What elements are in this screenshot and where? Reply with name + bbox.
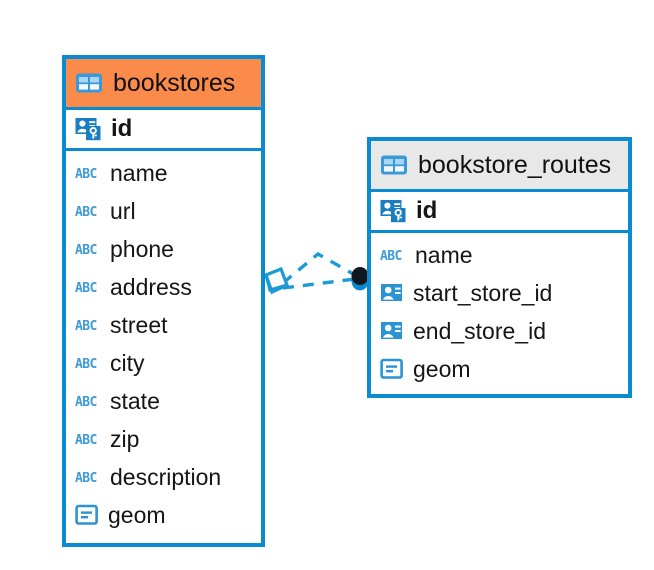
field-row-name[interactable]: ABC name <box>371 236 628 274</box>
svg-text:ABC: ABC <box>75 167 97 182</box>
text-abc-icon: ABC <box>75 395 97 410</box>
field-row-city[interactable]: ABC city <box>66 344 261 382</box>
field-label: url <box>110 197 136 224</box>
field-label: end_store_id <box>413 317 546 344</box>
primary-key-row-bookstore-routes[interactable]: id <box>371 189 628 233</box>
field-row-address[interactable]: ABC address <box>66 268 261 306</box>
svg-text:ABC: ABC <box>75 319 97 334</box>
text-abc-icon: ABC <box>75 433 97 448</box>
geometry-icon <box>75 504 98 525</box>
text-abc-icon: ABC <box>75 243 97 258</box>
entity-title-bookstores: bookstores <box>113 68 236 97</box>
field-row-description[interactable]: ABC description <box>66 458 261 496</box>
entity-header-bookstores[interactable]: bookstores <box>66 59 261 107</box>
primary-key-icon <box>380 200 406 223</box>
field-label: name <box>110 159 168 186</box>
text-abc-icon: ABC <box>75 281 97 296</box>
field-row-phone[interactable]: ABC phone <box>66 230 261 268</box>
primary-key-label-bookstore-routes: id <box>416 197 438 224</box>
field-row-state[interactable]: ABC state <box>66 382 261 420</box>
entity-header-bookstore-routes[interactable]: bookstore_routes <box>371 141 628 189</box>
svg-text:ABC: ABC <box>75 243 97 258</box>
entity-title-bookstore-routes: bookstore_routes <box>418 150 612 179</box>
field-row-start-store-id[interactable]: start_store_id <box>371 274 628 312</box>
field-label: address <box>110 273 192 300</box>
svg-text:ABC: ABC <box>75 395 97 410</box>
field-label: street <box>110 311 168 338</box>
field-row-zip[interactable]: ABC zip <box>66 420 261 458</box>
field-row-street[interactable]: ABC street <box>66 306 261 344</box>
geometry-icon <box>380 358 403 379</box>
entity-table-bookstores[interactable]: bookstores id ABC name <box>62 55 265 547</box>
field-list-bookstore-routes: ABC name start_store_id <box>371 233 628 392</box>
svg-text:ABC: ABC <box>75 205 97 220</box>
table-icon <box>76 73 102 93</box>
text-abc-icon: ABC <box>75 471 97 486</box>
field-label: zip <box>110 425 140 452</box>
text-abc-icon: ABC <box>75 167 97 182</box>
entity-table-bookstore-routes[interactable]: bookstore_routes id ABC name <box>367 137 632 398</box>
field-row-name[interactable]: ABC name <box>66 154 261 192</box>
primary-key-label-bookstores: id <box>111 115 133 142</box>
foreign-key-icon <box>381 322 402 339</box>
svg-text:ABC: ABC <box>75 357 97 372</box>
field-label: geom <box>413 355 471 382</box>
diamond-endpoint <box>263 266 290 295</box>
field-label: geom <box>108 501 166 528</box>
field-list-bookstores: ABC name ABC url ABC phone ABC <box>66 151 261 538</box>
svg-text:ABC: ABC <box>75 433 97 448</box>
svg-text:ABC: ABC <box>75 471 97 486</box>
field-label: city <box>110 349 145 376</box>
relationship-line-upper <box>281 251 356 285</box>
field-label: state <box>110 387 160 414</box>
field-label: phone <box>110 235 174 262</box>
field-label: description <box>110 463 222 490</box>
relationship-line-lower <box>282 277 356 290</box>
field-row-end-store-id[interactable]: end_store_id <box>371 312 628 350</box>
foreign-key-icon <box>381 284 402 301</box>
filled-circle-endpoint <box>351 267 369 291</box>
svg-text:ABC: ABC <box>380 249 402 264</box>
primary-key-icon <box>75 118 101 141</box>
text-abc-icon: ABC <box>75 205 97 220</box>
field-row-geom[interactable]: geom <box>66 496 261 534</box>
field-row-geom[interactable]: geom <box>371 350 628 388</box>
field-label: start_store_id <box>413 279 553 306</box>
text-abc-icon: ABC <box>380 249 402 264</box>
primary-key-row-bookstores[interactable]: id <box>66 107 261 151</box>
table-icon <box>381 155 407 175</box>
svg-text:ABC: ABC <box>75 281 97 296</box>
text-abc-icon: ABC <box>75 357 97 372</box>
text-abc-icon: ABC <box>75 319 97 334</box>
field-row-url[interactable]: ABC url <box>66 192 261 230</box>
field-label: name <box>415 241 473 268</box>
